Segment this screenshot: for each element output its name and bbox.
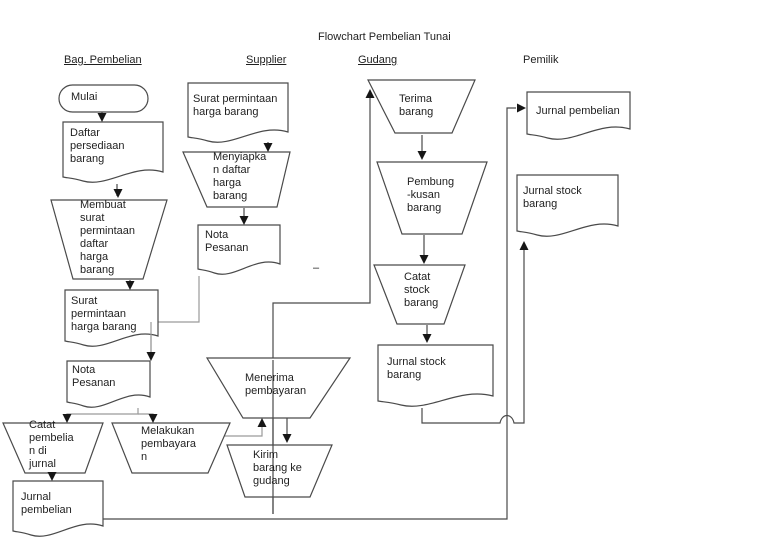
label-mulai: Mulai [71, 91, 98, 103]
shape-menyiapkan-manual-operation [182, 151, 291, 208]
shape-jurnal-pembelian-bag-document [12, 480, 104, 537]
shape-mulai-terminator [58, 84, 149, 113]
lane-header-pemilik: Pemilik [523, 54, 559, 66]
arrowhead-into-jurnal-stock-pemilik [519, 241, 529, 250]
label-menyiapkan: Menyiapka n daftar harga barang [213, 151, 267, 202]
shape-daftar-persediaan-document [62, 121, 164, 183]
connector-jurnal-pembelian-to-pemilik [103, 107, 516, 520]
shape-jurnal-pembelian-pemilik-document [526, 91, 631, 140]
shape-surat-permintaan-bag-document [64, 289, 159, 347]
shape-catat-pembelian-manual-operation [2, 422, 104, 474]
label-surat-permintaan-supplier: Surat permintaan harga barang [193, 93, 278, 118]
label-surat-permintaan-bag: Surat permintaan harga barang [71, 295, 137, 333]
lane-header-bag-pembelian: Bag. Pembelian [64, 54, 142, 66]
label-terima-barang: Terima barang [399, 93, 434, 118]
arrowhead-into-catat-stock [419, 255, 429, 264]
label-melakukan-pembayaran: Melakukan pembayara n [141, 425, 197, 463]
arrowhead-into-daftar [97, 113, 107, 122]
shape-membuat-surat-manual-operation [50, 199, 168, 280]
label-kirim-barang: Kirim barang ke gudang [253, 449, 302, 487]
shape-jurnal-stock-pemilik-document [516, 174, 619, 237]
lane-header-supplier: Supplier [246, 54, 287, 66]
arrowhead-into-nota-bag [146, 352, 156, 361]
arrowhead-into-kirim [282, 434, 292, 443]
arrowhead-into-nota-supplier [239, 216, 249, 225]
arrowhead-into-jurnal-stock-gudang [422, 334, 432, 343]
arrowhead-into-pembungkusan [417, 151, 427, 160]
arrowhead-into-jurnal-pembelian-pemilik [517, 103, 526, 113]
shape-jurnal-stock-gudang-document [377, 344, 494, 407]
arrowhead-into-catat-pembelian [62, 414, 72, 423]
label-daftar-persediaan: Daftar persediaan barang [70, 127, 125, 165]
connector-nota-pesanan-to-catat [66, 408, 139, 421]
arrowhead-into-menerima [257, 418, 267, 427]
label-jurnal-pembelian-bag: Jurnal pembelian [21, 491, 72, 516]
arrowhead-into-membuat [113, 189, 123, 198]
arrowhead-into-jurnal-pembelian-bag [47, 472, 57, 481]
shape-terima-barang-manual-operation [367, 79, 476, 134]
shape-melakukan-pembayaran-manual-operation [111, 422, 231, 474]
page-title: Flowchart Pembelian Tunai [318, 31, 451, 43]
connector-jurnal-stock-to-pemilik [421, 244, 525, 424]
label-jurnal-stock-gudang: Jurnal stock barang [387, 356, 446, 381]
arrowhead-into-surat-bag [125, 281, 135, 290]
label-menerima-pembayaran: Menerima pembayaran [245, 372, 307, 397]
label-jurnal-stock-pemilik: Jurnal stock barang [523, 185, 582, 210]
shape-pembungkusan-manual-operation [376, 161, 488, 235]
arrowhead-into-terima [365, 89, 375, 98]
shape-nota-pesanan-bag-document [66, 360, 151, 408]
label-catat-pembelian: Catat pembelia n di jurnal [29, 419, 74, 470]
arrowhead-into-menyiapkan [263, 143, 273, 152]
shape-menerima-pembayaran-manual-operation [205, 357, 352, 419]
label-pembungkusan: Pembung -kusan barang [407, 176, 455, 214]
lane-header-gudang: Gudang [358, 54, 398, 66]
label-nota-pesanan-supplier: Nota Pesanan [205, 229, 249, 254]
label-catat-stock: Catat stock barang [404, 271, 439, 309]
shape-kirim-barang-manual-operation [226, 444, 333, 498]
label-jurnal-pembelian-pemilik: Jurnal pembelian [536, 105, 620, 117]
shape-surat-permintaan-supplier-document [187, 82, 289, 143]
label-membuat-surat: Membuat surat permintaan daftar harga ba… [80, 199, 136, 276]
annotation-dash: – [313, 262, 320, 274]
arrowhead-into-melakukan [148, 414, 158, 423]
shape-nota-pesanan-supplier-document [197, 224, 281, 275]
shape-catat-stock-manual-operation [373, 264, 466, 325]
label-nota-pesanan-bag: Nota Pesanan [72, 364, 116, 389]
